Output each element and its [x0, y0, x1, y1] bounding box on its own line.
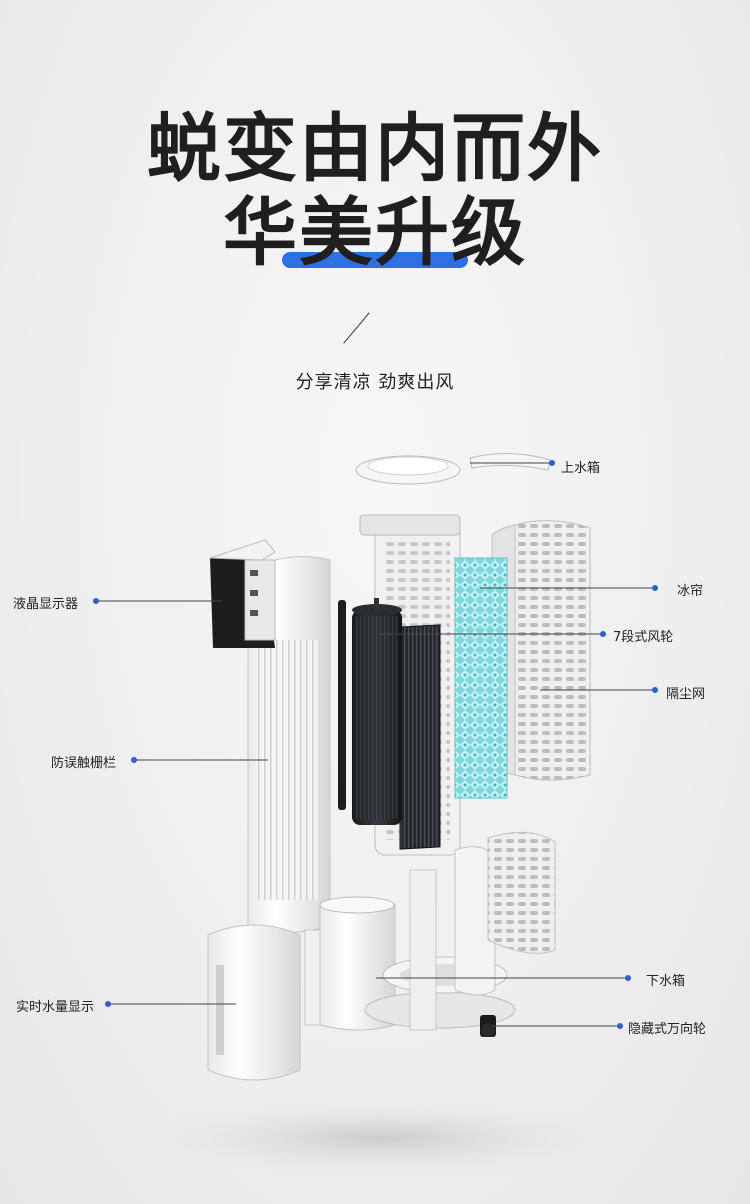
label-water-level: 实时水量显示 [16, 1000, 95, 1015]
lcd-panel [209, 539, 276, 648]
callout-dot [105, 1001, 111, 1007]
tagline: 分享清凉 劲爽出风 [295, 372, 455, 393]
label-upper-tank: 上水箱 [561, 461, 601, 476]
label-dust-filter: 隔尘网 [666, 687, 706, 702]
fan-wheel [352, 598, 402, 825]
rear-shell-pieces [409, 831, 556, 1031]
label-caster: 隐藏式万向轮 [628, 1022, 707, 1037]
callout-dot [131, 757, 137, 763]
label-ice-curtain: 冰帘 [677, 584, 704, 599]
ice-curtain-panel [454, 557, 508, 799]
lower-tank [319, 896, 396, 1031]
caster-wheel [480, 1015, 496, 1037]
label-fan-wheel: 7段式风轮 [613, 630, 674, 645]
label-guard-grille: 防误触栅栏 [51, 756, 117, 771]
headline-line1: 蜕变由内而外 [147, 106, 603, 192]
headline-line2: 华美升级 [223, 190, 527, 276]
label-lcd: 液晶显示器 [13, 597, 79, 612]
front-shell [247, 556, 331, 933]
callout-dot [93, 598, 99, 604]
water-level-shell [207, 924, 301, 1081]
callout-dot [617, 1023, 623, 1029]
callout-dot [625, 975, 631, 981]
black-grille-panel [399, 624, 441, 850]
motor-rod [338, 600, 346, 810]
callout-dot [549, 460, 555, 466]
callout-dot [652, 687, 658, 693]
label-lower-tank: 下水箱 [646, 974, 686, 989]
callout-dot [652, 585, 658, 591]
headline-highlight-bar [282, 252, 468, 268]
upper-tank-lid [355, 453, 551, 485]
callout-dot [600, 631, 606, 637]
